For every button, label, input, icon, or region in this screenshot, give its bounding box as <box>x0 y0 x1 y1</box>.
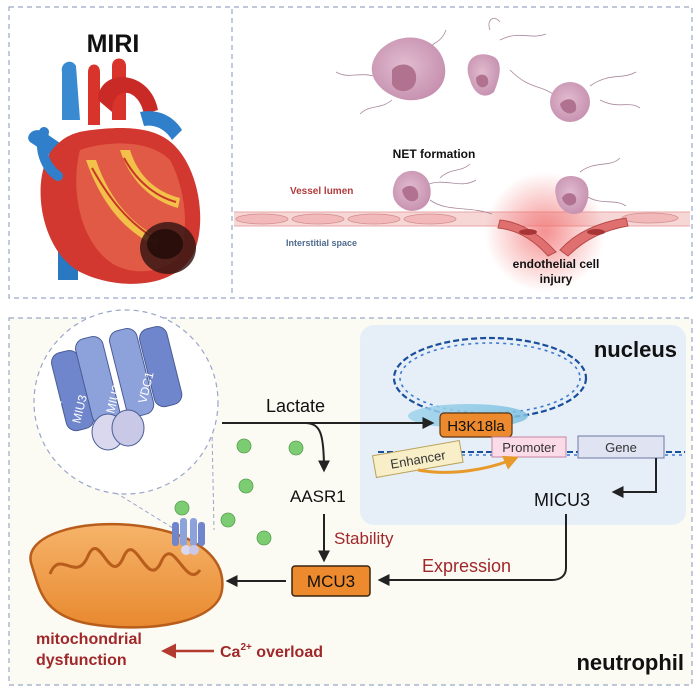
net-neutrophil-5 <box>555 157 627 215</box>
enhancer-promoter-arrow <box>417 455 519 474</box>
gene-to-micu3-arrow <box>611 458 657 498</box>
net-neutrophil-3 <box>550 71 641 122</box>
label-interstitial-space: Interstitial space <box>286 238 357 248</box>
promoter-box <box>491 436 567 458</box>
label-complex-miu3-right: MIU3 <box>103 383 124 415</box>
label-expression: Expression <box>422 556 511 576</box>
net-neutrophil-4 <box>392 163 493 215</box>
label-h3k18la: H3K18la <box>447 418 505 435</box>
lactate-vesicles <box>174 438 304 546</box>
label-lactate: Lactate <box>266 396 325 416</box>
heart-icon <box>28 58 201 284</box>
gene-box <box>577 435 665 459</box>
net-neutrophil-1 <box>335 29 447 115</box>
label-mcu3: MCU3 <box>307 572 355 591</box>
ca-base: Ca <box>220 644 241 661</box>
label-mito-line2: dysfunction <box>36 652 127 669</box>
label-aasr1: AASR1 <box>290 487 346 506</box>
micu3-to-mcu3-arrow <box>377 514 567 586</box>
label-net-formation: NET formation <box>393 147 476 161</box>
label-gene: Gene <box>605 440 637 455</box>
label-stability: Stability <box>334 529 394 548</box>
ca-superscript: 2+ <box>240 642 252 653</box>
label-promoter: Promoter <box>502 440 556 455</box>
label-injury-line1: endothelial cell <box>513 257 600 271</box>
injured-endothelial-cells <box>497 217 629 257</box>
lactate-to-aasr1-arrow <box>305 422 330 473</box>
h3k18la-box <box>439 412 513 438</box>
label-mito-line1: mitochondrial <box>36 631 142 648</box>
label-micu3-gene: MICU3 <box>534 490 590 510</box>
nucleus-region <box>360 325 686 525</box>
label-nucleus: nucleus <box>594 337 677 362</box>
label-neutrophil: neutrophil <box>576 650 684 675</box>
title-miri: MIRI <box>87 30 140 58</box>
mcu3-box <box>291 565 371 597</box>
ca-suffix: overload <box>252 644 323 661</box>
mitochondrion-icon <box>29 518 224 629</box>
label-complex-miu3-left: MIU3 <box>69 393 90 425</box>
label-vessel-lumen: Vessel lumen <box>290 186 353 197</box>
label-injury-line2: injury <box>540 272 573 286</box>
zoom-guide-right <box>211 429 215 531</box>
label-ca-overload: Ca2+ overload <box>220 642 323 661</box>
mcu-complex-icon <box>51 326 183 451</box>
